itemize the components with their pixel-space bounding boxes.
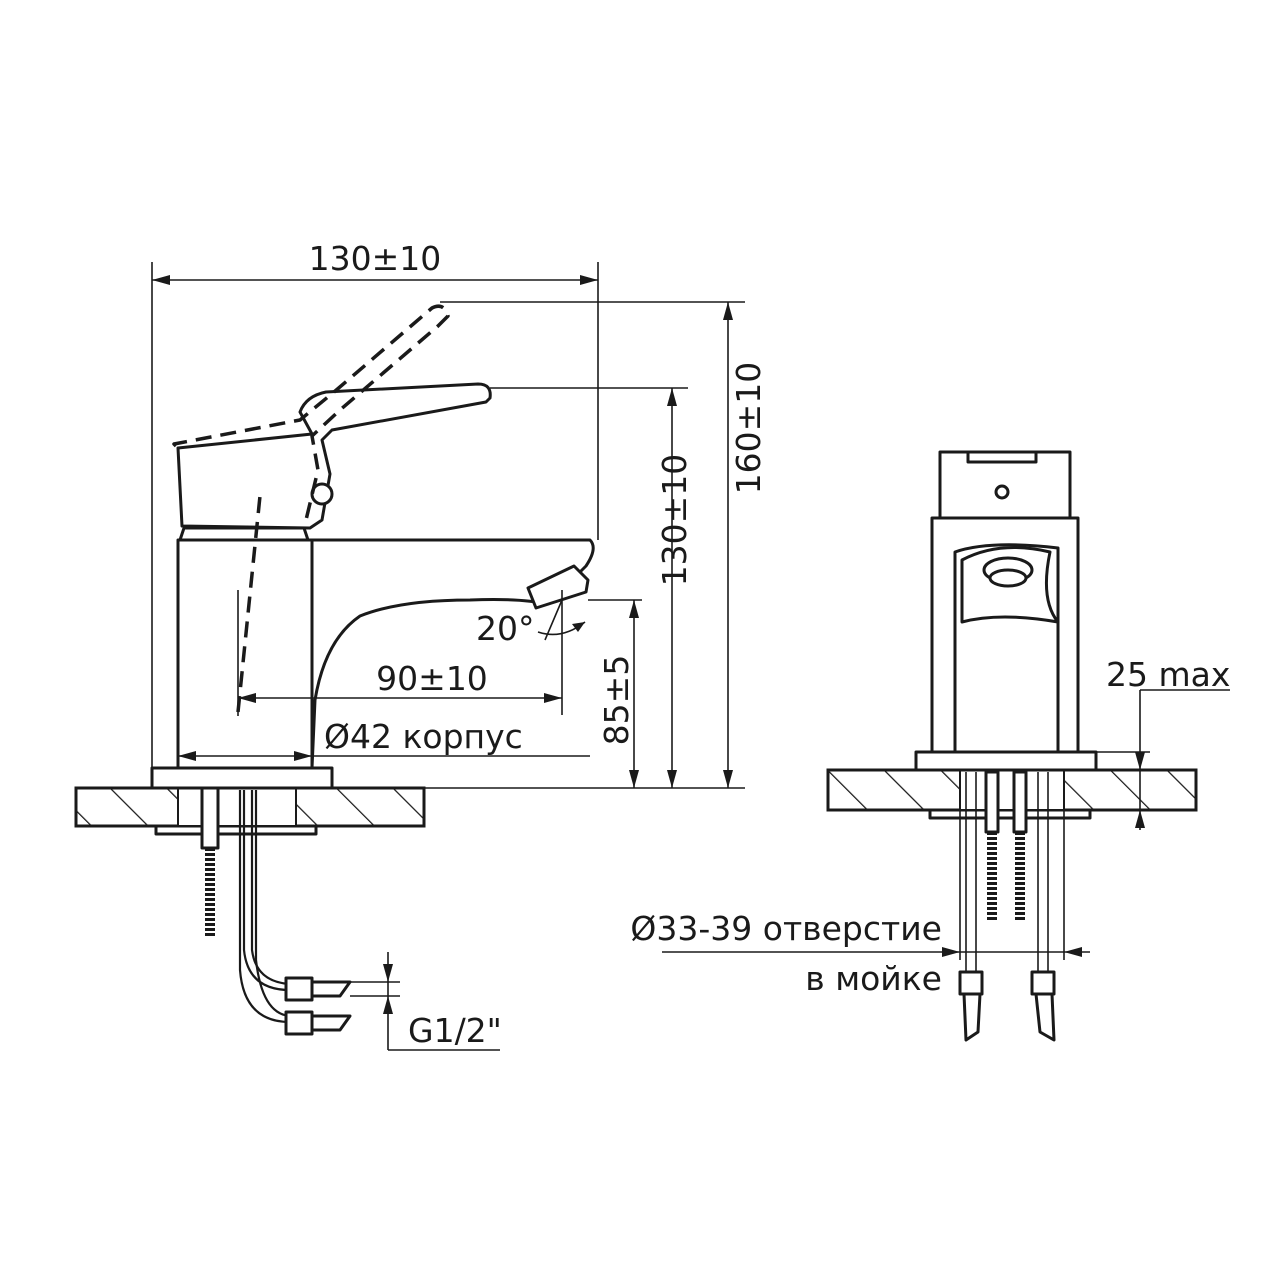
hose-1b-side	[250, 790, 291, 986]
label-hole-diameter-1: Ø33-39 отверстие	[630, 909, 942, 948]
lever-top-front	[966, 450, 1038, 464]
aerator-side	[526, 564, 590, 610]
spout-side	[310, 538, 595, 770]
bottom-washer-front	[928, 808, 1092, 820]
label-spout-reach: 90±10	[376, 659, 488, 698]
label-spout-height: 130±10	[655, 454, 694, 587]
lever-screw-front	[994, 484, 1010, 500]
hose-end-2	[310, 1014, 352, 1032]
base-plate-side	[150, 766, 334, 790]
label-spout-angle: 20°	[476, 609, 535, 648]
hose-2b-side	[254, 790, 291, 1018]
bottom-washer-side	[154, 824, 318, 836]
hose-nut-1-front	[958, 970, 984, 996]
label-max-thickness: 25 max	[1106, 655, 1230, 694]
base-plate-front	[914, 750, 1098, 772]
label-thread-size: G1/2"	[408, 1011, 502, 1050]
hose-nut-2-front	[1030, 970, 1056, 996]
hose-nut-2	[284, 1010, 314, 1036]
mount-hole-front	[959, 769, 1065, 811]
stud-2-collar	[1012, 770, 1028, 834]
cartridge-axis-dashed	[236, 495, 262, 713]
label-outlet-height: 85±5	[597, 655, 636, 746]
hose-end-1	[310, 980, 352, 998]
label-overall-width: 130±10	[309, 239, 442, 278]
label-hole-diameter-2: в мойке	[805, 959, 942, 998]
label-body-diameter: Ø42 корпус	[324, 717, 523, 756]
side-view	[74, 304, 595, 1036]
aerator-ring-front	[988, 568, 1028, 588]
hose-end-2-front	[1034, 992, 1056, 1042]
label-overall-height: 160±10	[729, 362, 768, 495]
dimension-labels: 130±10 160±10 130±10 85±5 90±10 20° Ø42 …	[309, 239, 1231, 1050]
mount-hole-side	[177, 787, 297, 827]
stud-1-collar	[984, 770, 1000, 834]
hose-end-1-front	[962, 992, 982, 1042]
front-view	[826, 450, 1198, 1042]
stud-collar-side	[200, 786, 220, 850]
collar-side	[178, 526, 310, 542]
dimension-lines	[151, 262, 1230, 1051]
lever-pivot	[310, 482, 334, 506]
lever-raised-dashed	[172, 304, 450, 521]
hose-nut-1	[284, 976, 314, 1002]
lever-solid	[176, 382, 492, 530]
